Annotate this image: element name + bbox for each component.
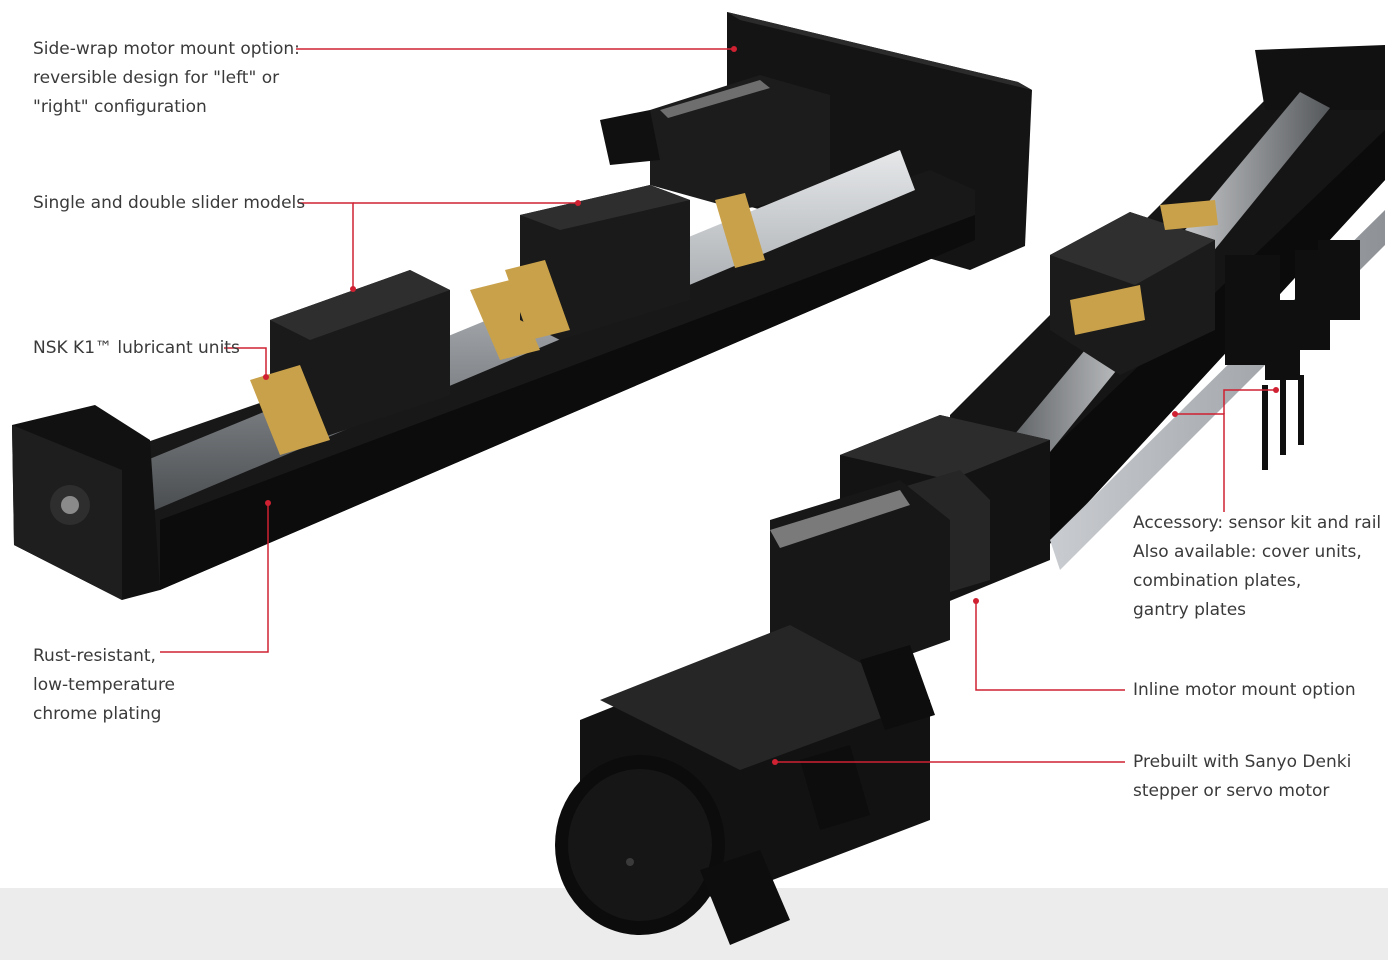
leader-chrome-dot: [265, 500, 271, 506]
leader-slider-models: [298, 202, 354, 289]
inline-motor-band: [770, 490, 910, 548]
right-slider-seal-b: [1160, 200, 1218, 230]
callout-sensor-kit: Accessory: sensor kit and rail Also avai…: [1133, 513, 1382, 620]
callout-lubricant-units: NSK K1™ lubricant units: [33, 338, 240, 358]
leader-inline-dot: [973, 598, 979, 604]
left-rail-side: [160, 215, 975, 590]
leader-slider-models-dot-b: [575, 200, 581, 206]
leader-sensor-kit-branch: [1223, 389, 1276, 414]
leader-sensor-kit-dot-a: [1172, 411, 1178, 417]
side-motor-connector: [600, 110, 660, 165]
slider-1-seal-a: [250, 365, 330, 455]
leader-chrome: [160, 503, 269, 653]
inline-motor-flange-top: [840, 415, 1050, 480]
leader-slider-models-dot-a: [350, 286, 356, 292]
right-actuator: [555, 45, 1385, 945]
leader-prebuilt-dot: [772, 759, 778, 765]
motor-connector-b: [860, 645, 935, 730]
callout-chrome-plating: Rust-resistant, low-temperature chrome p…: [33, 646, 176, 724]
right-far-end-block: [1255, 45, 1385, 110]
side-motor-band: [660, 80, 770, 118]
leader-lubricant: [224, 347, 267, 377]
leader-lubricant-dot: [263, 374, 269, 380]
leader-sensor-kit-dot-b: [1273, 387, 1279, 393]
slider-2-top: [520, 185, 690, 230]
callout-prebuilt-motor: Prebuilt with Sanyo Denki stepper or ser…: [1133, 752, 1352, 801]
motor-connector-c: [800, 745, 870, 830]
slider-1-seal-b: [470, 280, 540, 360]
motor-connector-a: [700, 850, 790, 945]
sensor-kit: [1225, 240, 1360, 470]
right-rail-side: [1030, 130, 1385, 560]
callout-inline-mount: Inline motor mount option: [1133, 680, 1356, 700]
leader-inline: [975, 601, 1125, 691]
slider-1-top: [270, 270, 450, 340]
right-slider-seal-a: [1070, 285, 1145, 335]
right-slider-top: [1050, 212, 1215, 285]
slider-2-seal-b: [715, 193, 765, 268]
callout-side-wrap-mount: Side-wrap motor mount option: reversible…: [33, 39, 300, 117]
leader-side-wrap-dot: [731, 46, 737, 52]
callout-slider-models: Single and double slider models: [33, 193, 306, 213]
slider-2-seal-a: [505, 260, 570, 340]
side-wrap-end-block-face: [727, 12, 1032, 90]
inline-motor-top: [600, 625, 930, 770]
leader-sensor-kit: [1175, 413, 1225, 512]
left-actuator: [12, 12, 1032, 600]
